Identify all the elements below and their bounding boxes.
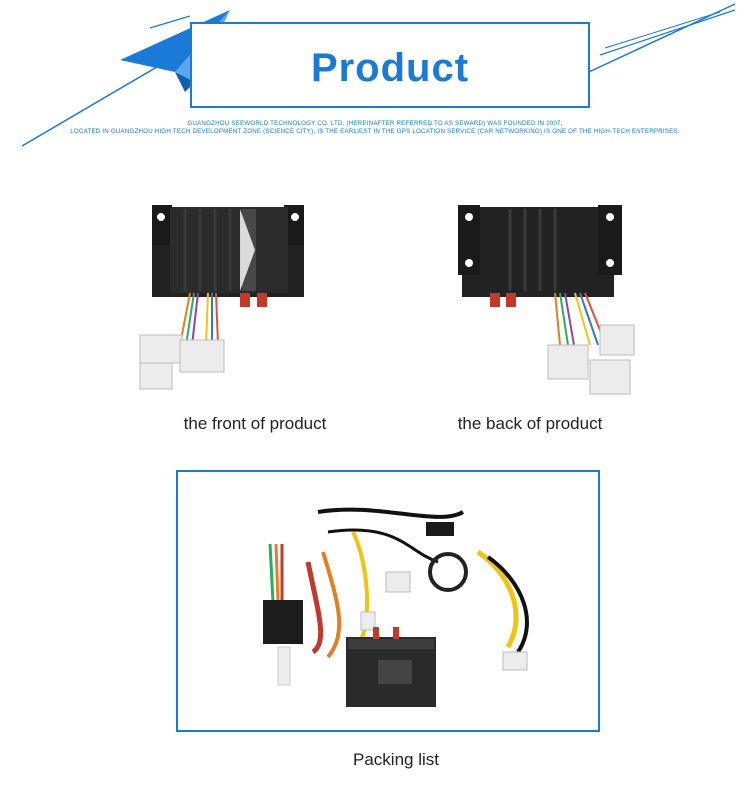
packing-list-caption: Packing list <box>353 750 439 769</box>
front-caption: the front of product <box>183 414 327 433</box>
product-front-image <box>139 205 304 390</box>
back-caption: the back of product <box>457 414 603 433</box>
product-back-image <box>458 205 635 395</box>
company-description-line-2: LOCATED IN GUANGZHOU HIGH TECH DEVELOPME… <box>70 128 680 135</box>
tracker-device-icon <box>346 627 436 707</box>
company-description-line-1: GUANGZHOU SEEWORLD TECHNOLOGY CO. LTD. (… <box>187 120 563 127</box>
title-frame <box>190 22 590 108</box>
relay-icon <box>263 543 303 686</box>
packing-list-image <box>263 507 529 707</box>
page-title: Product <box>310 46 470 90</box>
